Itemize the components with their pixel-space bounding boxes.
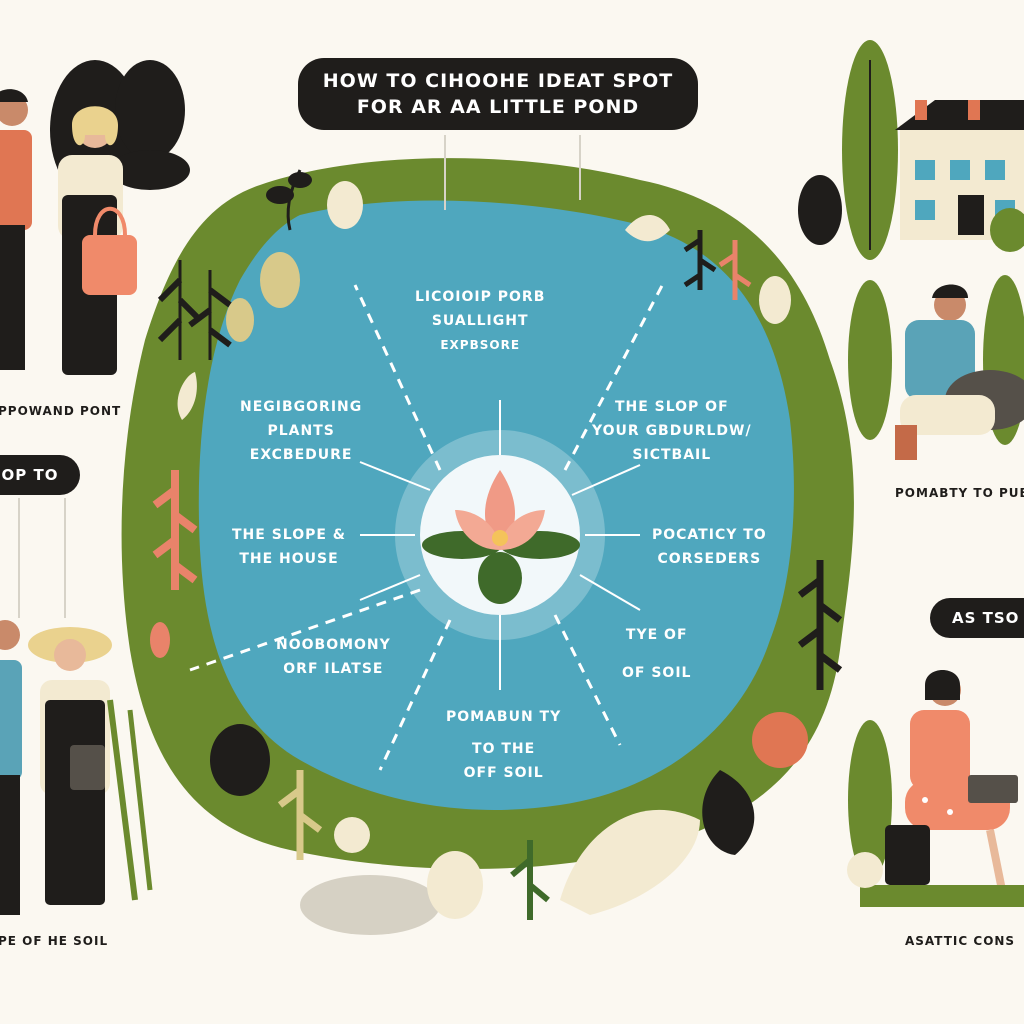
label-economy-line-1: NOOBOMONY — [276, 637, 391, 653]
label-bottom-line-2: TO THE — [472, 741, 536, 757]
label-bottom-line-1: POMABUN TY — [446, 709, 562, 725]
label-soil-type: TYE OF OF SOIL — [622, 623, 691, 685]
couple-bottom-left — [0, 620, 153, 915]
title-line-1: HOW TO CIHOOHE IDEAT SPOT — [322, 70, 674, 92]
label-proximity-line-1: POCATICY TO — [652, 527, 767, 543]
connector-left-2 — [64, 498, 66, 618]
side-pill-right: AS TSO — [930, 598, 1024, 638]
label-slope-house: THE SLOPE & THE HOUSE — [232, 523, 346, 571]
dashed-rays — [189, 279, 667, 771]
label-bottom: POMABUN TY TO THE OFF SOIL — [446, 705, 561, 785]
caption-top-left: PPOWAND PONT — [0, 404, 122, 418]
label-proximity: POCATICY TO CORSEDERS — [652, 523, 767, 571]
label-sunlight-line-2: SUALLIGHT — [431, 313, 529, 329]
label-soil-type-line-2: OF SOIL — [622, 665, 692, 681]
label-slope-ground-line-3: SICTBAIL — [632, 447, 712, 463]
label-slope-house-line-1: THE SLOPE & — [232, 527, 347, 543]
label-neighboring-line-3: EXCBEDURE — [249, 447, 353, 463]
label-neighboring-plants: NEGIBGORING PLANTS EXCBEDURE — [240, 395, 362, 467]
caption-bottom-right: ASATTIC CONS — [905, 934, 1016, 948]
label-neighboring-line-1: NEGIBGORING — [240, 399, 363, 415]
label-proximity-line-2: CORSEDERS — [657, 551, 762, 567]
label-sunlight: LICOIOIP PORB SUALLIGHT EXPBSORE — [415, 285, 545, 357]
lotus-icon — [422, 470, 580, 604]
label-bottom-line-3: OFF SOIL — [463, 765, 544, 781]
label-slope-ground-line-2: YOUR GBDURLDW/ — [592, 423, 752, 439]
label-sunlight-line-3: EXPBSORE — [440, 338, 521, 352]
reading-woman — [847, 670, 1024, 907]
side-pill-left: OP TO — [0, 455, 80, 495]
gardener-man — [848, 275, 1024, 460]
label-slope-house-line-2: THE HOUSE — [239, 551, 339, 567]
couple-top-left — [0, 60, 190, 375]
label-neighboring-line-2: PLANTS — [267, 423, 335, 439]
caption-bottom-left: PE OF HE SOIL — [0, 934, 109, 948]
label-sunlight-line-1: LICOIOIP PORB — [415, 289, 546, 305]
label-slope-ground: THE SLOP OF YOUR GBDURLDW/ SICTBAIL — [592, 395, 752, 467]
label-soil-type-line-1: TYE OF — [625, 627, 688, 643]
border-plants — [150, 169, 843, 935]
connector-left-1 — [18, 498, 20, 618]
solid-rays — [359, 400, 641, 690]
house-illustration — [798, 40, 1024, 260]
title-banner: HOW TO CIHOOHE IDEAT SPOT FOR AR AA LITT… — [298, 58, 698, 130]
title-line-2: FOR AR AA LITTLE POND — [356, 96, 640, 118]
title-rays — [444, 135, 581, 210]
label-economy: NOOBOMONY ORF ILATSE — [276, 633, 391, 681]
label-slope-ground-line-1: THE SLOP OF — [614, 399, 729, 415]
caption-right-middle: POMABTY TO PUB — [895, 486, 1024, 500]
label-economy-line-2: ORF ILATSE — [283, 661, 384, 677]
